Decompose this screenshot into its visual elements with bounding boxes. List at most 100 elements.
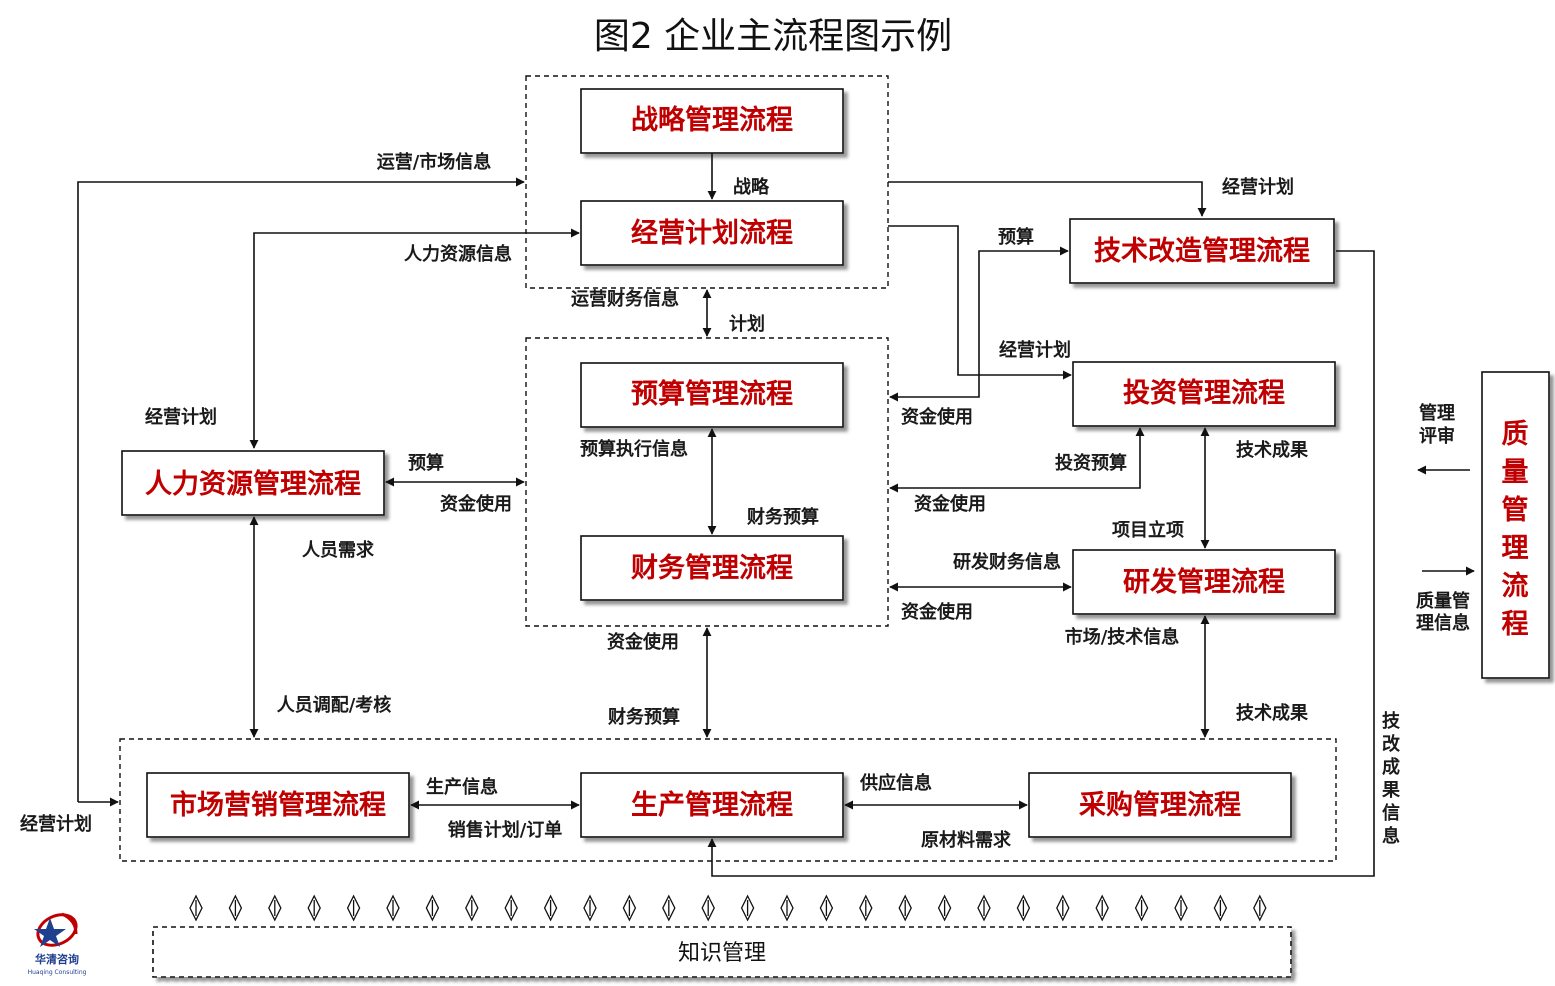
budget-finance-group <box>525 337 889 627</box>
label-line: 评审 <box>1419 425 1455 447</box>
budget-process-box[interactable]: 预算管理流程 <box>580 362 844 428</box>
knowledge-double-arrow <box>583 894 597 922</box>
label-staff-alloc: 人员调配/考核 <box>277 694 392 716</box>
label-raw-demand: 原材料需求 <box>921 829 1012 851</box>
label-budget-hr: 预算 <box>408 452 444 474</box>
arrow-plan-to-tech-renovation <box>888 181 1207 217</box>
label-line: 管理 <box>1419 402 1455 424</box>
label-char: 改 <box>1382 733 1401 755</box>
marketing-process-label: 市场营销管理流程 <box>170 789 386 821</box>
logo-name: 华清咨询 <box>35 952 79 966</box>
label-fund-use-2: 资金使用 <box>914 493 986 515</box>
knowledge-double-arrow <box>819 894 834 922</box>
label-fund-use-hr: 资金使用 <box>440 493 512 515</box>
label-line: 理信息 <box>1416 612 1470 634</box>
label-char: 果 <box>1381 780 1401 801</box>
huaqing-logo: 华清咨询 Huaqing Consulting <box>28 912 87 976</box>
label-plan-mid: 计划 <box>729 313 765 335</box>
hr-process-box[interactable]: 人力资源管理流程 <box>121 450 385 516</box>
rnd-process-box[interactable]: 研发管理流程 <box>1072 549 1336 615</box>
label-char: 息 <box>1382 825 1400 847</box>
label-budget-tr: 预算 <box>998 226 1034 248</box>
quality-label-char: 程 <box>1502 609 1529 640</box>
operations-group <box>119 738 1337 862</box>
knowledge-double-arrow <box>977 894 991 922</box>
procurement-process-label: 采购管理流程 <box>1079 790 1241 821</box>
tech-renovation-process-box[interactable]: 技术改造管理流程 <box>1069 218 1335 284</box>
knowledge-double-arrow <box>465 894 479 922</box>
arrow-investment-budget <box>889 427 1145 493</box>
finance-process-label: 财务管理流程 <box>631 553 793 584</box>
label-plan-left: 经营计划 <box>145 406 217 428</box>
hr-process-label: 人力资源管理流程 <box>145 469 361 500</box>
business-plan-process-label: 经营计划流程 <box>631 217 793 249</box>
knowledge-double-arrow <box>1253 894 1267 922</box>
quality-label-char: 管 <box>1502 495 1529 526</box>
knowledge-double-arrow <box>898 894 912 922</box>
quality-label-char: 流 <box>1502 571 1529 602</box>
knowledge-double-arrow <box>268 894 282 922</box>
knowledge-management-box[interactable]: 知识管理 <box>152 926 1292 978</box>
business-plan-process-box[interactable]: 经营计划流程 <box>580 200 844 266</box>
label-ops-fin-info: 运营财务信息 <box>571 288 679 310</box>
quality-label-char: 量 <box>1502 457 1529 488</box>
production-process-box[interactable]: 生产管理流程 <box>580 772 844 838</box>
label-fund-use-4: 资金使用 <box>607 631 679 653</box>
strategy-process-label: 战略管理流程 <box>631 104 793 136</box>
knowledge-double-arrow <box>740 894 755 922</box>
knowledge-double-arrow <box>622 894 637 922</box>
procurement-process-box[interactable]: 采购管理流程 <box>1028 772 1292 838</box>
knowledge-double-arrow <box>228 894 243 922</box>
label-market-tech-info: 市场/技术信息 <box>1065 626 1180 648</box>
knowledge-double-arrow <box>425 894 440 922</box>
knowledge-double-arrow <box>189 894 203 922</box>
label-mgmt-review: 管理 评审 <box>1419 402 1455 447</box>
budget-process-label: 预算管理流程 <box>631 378 793 410</box>
arrow-plan-to-investment <box>888 225 1072 380</box>
label-prod-info: 生产信息 <box>426 776 498 798</box>
knowledge-double-arrow <box>662 894 676 922</box>
knowledge-double-arrow <box>780 894 794 922</box>
arrow-hr-info <box>249 228 580 449</box>
knowledge-double-arrow <box>543 894 558 922</box>
label-project-setup: 项目立项 <box>1112 519 1184 541</box>
label-tech-result-2: 技术成果 <box>1236 702 1309 724</box>
label-line: 质量管 <box>1416 590 1470 612</box>
quality-label-char: 质 <box>1502 419 1529 450</box>
finance-process-box[interactable]: 财务管理流程 <box>580 535 844 601</box>
investment-process-label: 投资管理流程 <box>1123 378 1285 409</box>
knowledge-double-arrow <box>1134 894 1149 922</box>
knowledge-double-arrow <box>1016 894 1031 922</box>
knowledge-double-arrow <box>1174 894 1188 922</box>
investment-process-box[interactable]: 投资管理流程 <box>1072 361 1336 427</box>
label-char: 技 <box>1382 710 1401 732</box>
label-strategy: 战略 <box>733 176 770 198</box>
label-fin-budget-2: 财务预算 <box>608 706 680 728</box>
label-fin-budget-1: 财务预算 <box>747 506 819 528</box>
label-char: 信 <box>1382 802 1400 824</box>
knowledge-double-arrow <box>701 894 715 922</box>
quality-label-char: 理 <box>1502 533 1529 564</box>
knowledge-double-arrow <box>1056 894 1070 922</box>
label-quality-info: 质量管 理信息 <box>1416 590 1470 634</box>
tech-renovation-process-label: 技术改造管理流程 <box>1094 236 1310 267</box>
knowledge-exchange-arrows <box>189 894 1267 922</box>
strategy-process-box[interactable]: 战略管理流程 <box>580 88 844 154</box>
label-tech-result-1: 技术成果 <box>1236 439 1309 461</box>
label-rnd-fin-info: 研发财务信息 <box>953 551 1061 573</box>
knowledge-double-arrow <box>1213 894 1228 922</box>
knowledge-double-arrow <box>307 894 321 922</box>
arrow-ops-market-info <box>77 177 525 802</box>
label-plan-invest: 经营计划 <box>999 339 1071 361</box>
label-sales-plan: 销售计划/订单 <box>448 819 563 841</box>
marketing-process-box[interactable]: 市场营销管理流程 <box>146 772 410 838</box>
label-plan-bottom: 经营计划 <box>20 813 92 835</box>
arrow-budget-tech-renovation <box>889 246 1069 402</box>
label-fund-use-1: 资金使用 <box>901 406 973 428</box>
page-title: 图2 企业主流程图示例 <box>594 16 952 57</box>
knowledge-management-label: 知识管理 <box>678 941 766 966</box>
quality-process-box[interactable]: 质 量 管 理 流 程 <box>1481 371 1550 679</box>
label-supply-info: 供应信息 <box>859 772 932 794</box>
knowledge-double-arrow <box>1095 894 1109 922</box>
